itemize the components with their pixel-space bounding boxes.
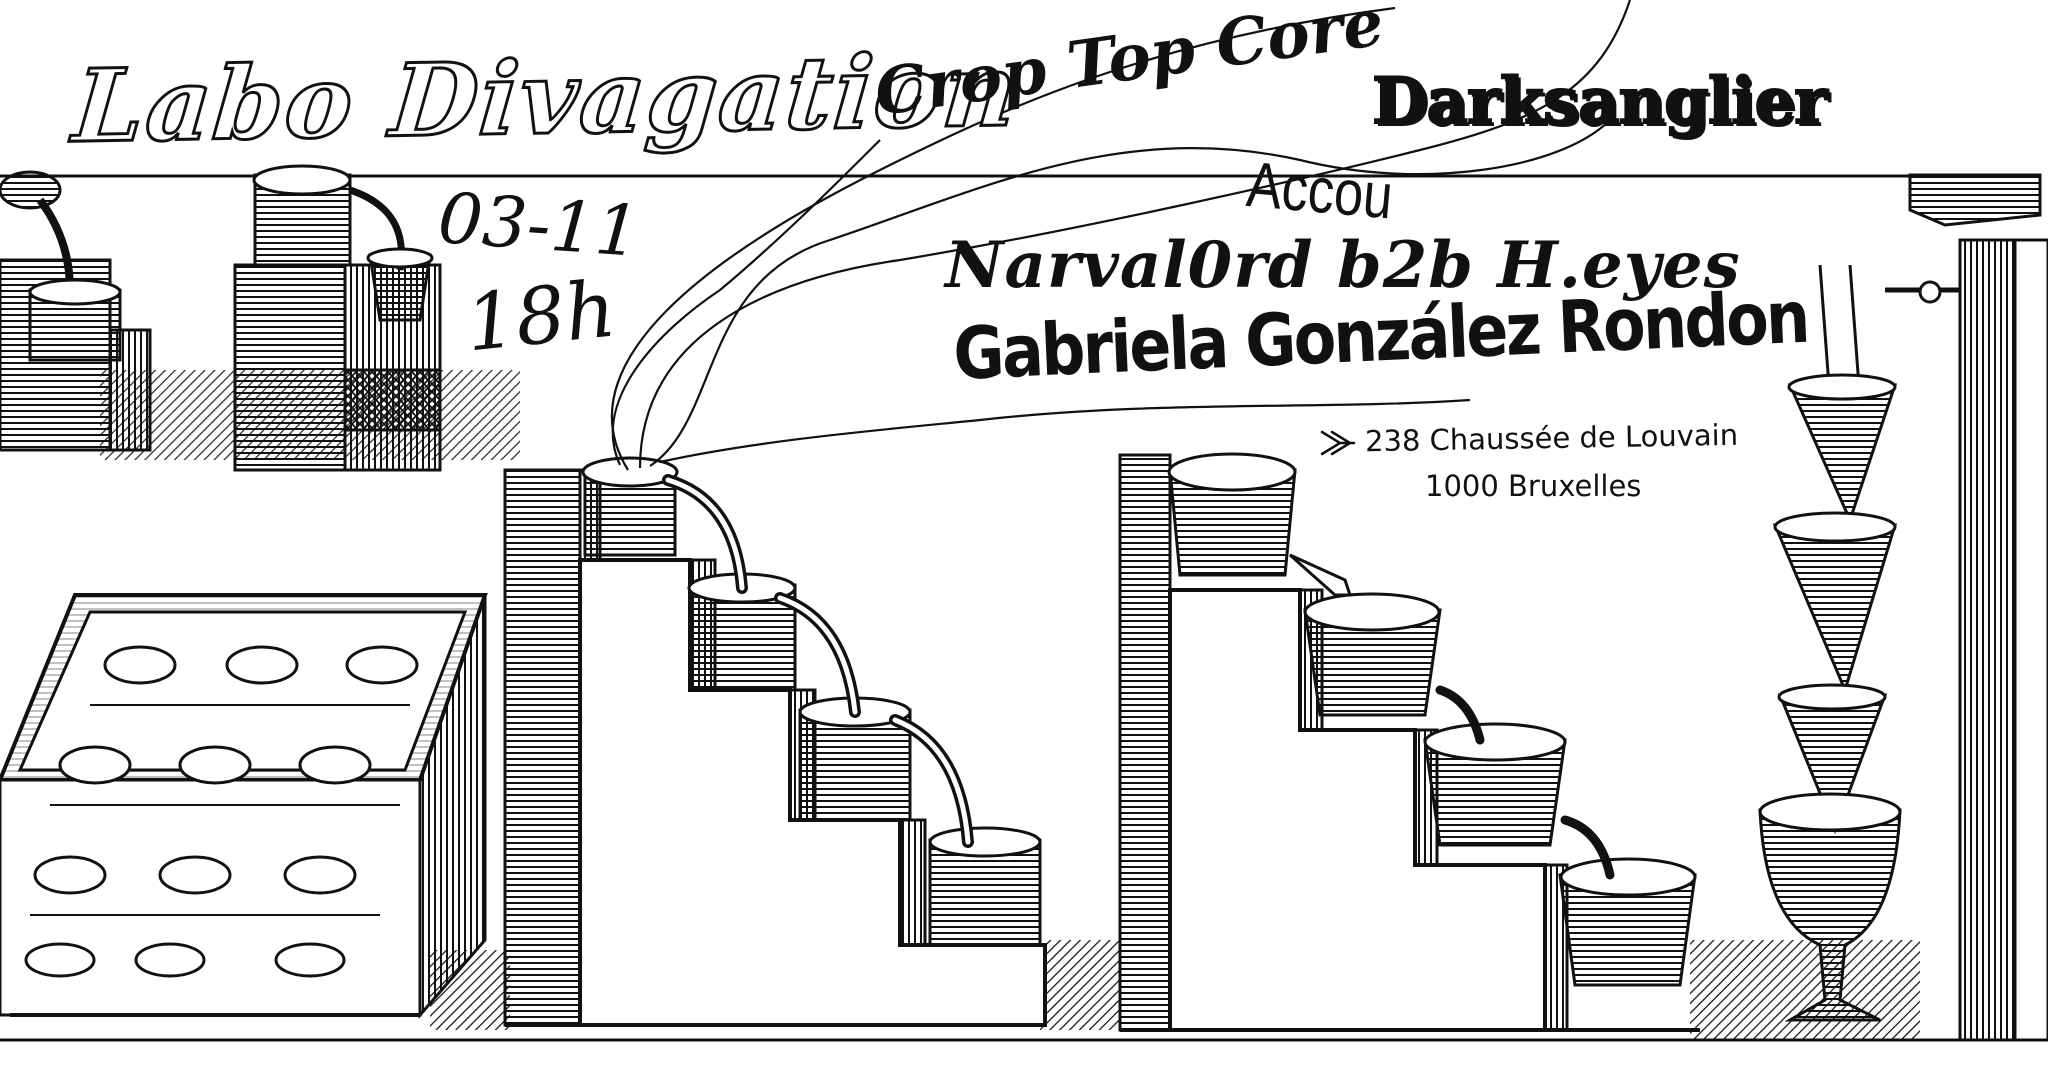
ground-hatch-right <box>1690 940 1920 1040</box>
artist-accou: Accou <box>1244 148 1396 233</box>
smoke-wave-lines <box>610 0 1632 471</box>
double-chevron-arrow-icon <box>1320 430 1356 456</box>
right-column-with-cones <box>1758 173 2048 1042</box>
artist-narval0rd-b2b-heyes: Narval0rd b2b H.eyes <box>945 228 1741 303</box>
address-city: 1000 Bruxelles <box>1425 469 1642 503</box>
middle-staircase-cascade <box>503 456 1047 1027</box>
top-left-fountain <box>0 170 152 452</box>
artist-darksanglier: Darksanglier <box>1371 64 1829 139</box>
event-time: 18h <box>461 264 620 370</box>
event-date: 03-11 <box>435 177 643 273</box>
basin-with-jets <box>0 593 488 1020</box>
address-street: 238 Chaussée de Louvain <box>1364 417 1739 459</box>
ground-hatch-middle <box>1040 940 1120 1030</box>
top-left-pillar-fountain <box>233 164 442 472</box>
right-staircase-cascade <box>1118 452 1700 1032</box>
